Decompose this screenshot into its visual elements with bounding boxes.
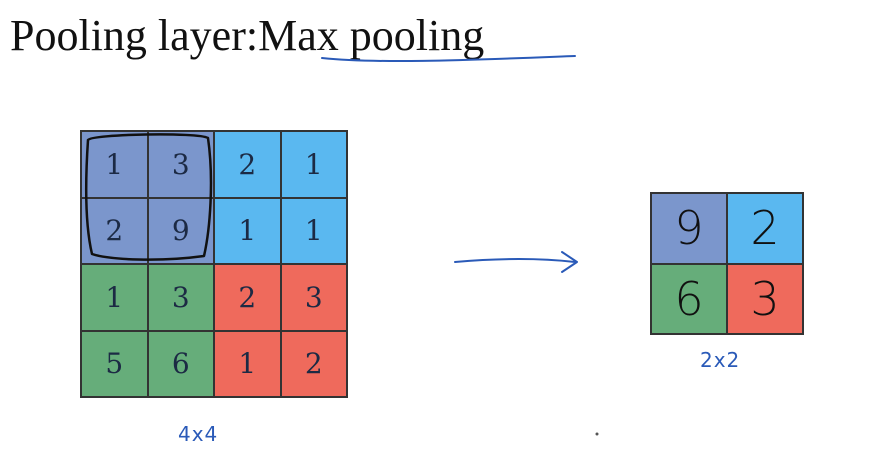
input-cell: 1 — [214, 330, 281, 397]
input-cell: 9 — [147, 197, 214, 264]
input-cell: 3 — [147, 264, 214, 331]
input-cell: 3 — [147, 131, 214, 198]
title-prefix: Pooling layer: — [10, 11, 259, 60]
input-cell: 1 — [280, 131, 347, 198]
arrow-icon — [454, 251, 578, 273]
input-cell: 1 — [214, 197, 281, 264]
title-emphasis: Max pooling — [258, 11, 485, 60]
input-cell: 1 — [280, 197, 347, 264]
input-cell: 6 — [147, 330, 214, 397]
input-cell: 1 — [81, 131, 148, 198]
page-title: Pooling layer: Max pooling — [10, 6, 484, 66]
input-cell: 1 — [81, 264, 148, 331]
output-cell: 9 — [651, 193, 727, 264]
input-cell: 2 — [280, 330, 347, 397]
output-cell: 2 — [727, 193, 803, 264]
input-cell: 3 — [280, 264, 347, 331]
input-cell: 5 — [81, 330, 148, 397]
output-size-label: 2x2 — [700, 348, 741, 372]
pooling-window-outline — [84, 133, 213, 261]
output-cell: 6 — [651, 263, 727, 334]
input-size-label: 4x4 — [178, 422, 219, 446]
input-cell: 2 — [214, 264, 281, 331]
input-cell: 2 — [214, 131, 281, 198]
title-underline — [321, 55, 576, 63]
output-cell: 3 — [727, 263, 803, 334]
stray-dot — [595, 432, 599, 436]
